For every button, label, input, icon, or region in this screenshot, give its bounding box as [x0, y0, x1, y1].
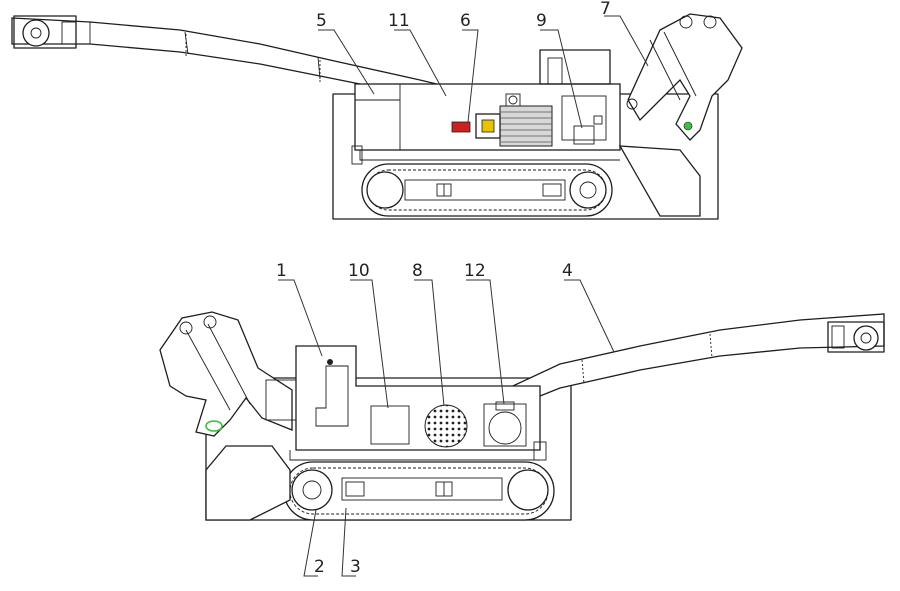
bottom-idler-wheel: [507, 469, 549, 511]
top-callout-leaders: [318, 15, 649, 129]
callout-8: 8: [412, 261, 423, 281]
top-body-box: [351, 49, 621, 165]
bottom-body-box: [289, 345, 547, 461]
bottom-cooling-grille: [424, 404, 468, 448]
callout-3: 3: [350, 557, 361, 577]
top-control-box: [561, 95, 607, 141]
bottom-callout-leaders: [278, 279, 615, 577]
top-pump-highlight: [451, 121, 471, 133]
callout-6: 6: [460, 11, 471, 31]
top-shovel-arm: [618, 13, 743, 217]
callout-7: 7: [600, 0, 611, 19]
callout-5: 5: [316, 11, 327, 31]
bottom-electrical-box: [370, 405, 410, 445]
callout-4: 4: [562, 261, 573, 281]
top-idler-wheel: [366, 171, 404, 209]
bottom-sensor-highlight: [205, 420, 223, 432]
bottom-machine-view: 1 10 8 12 4 2 3: [159, 261, 885, 577]
top-coupling-highlight: [481, 119, 495, 133]
top-machine-view: 5 11 6 9 7: [11, 0, 743, 220]
top-head-pulley: [22, 19, 50, 47]
bottom-crawler-track: [283, 461, 555, 521]
bottom-tank: [483, 403, 527, 447]
callout-2: 2: [314, 557, 325, 577]
bottom-drive-wheel: [291, 469, 333, 511]
top-sensor-highlight: [683, 121, 693, 131]
callout-9: 9: [536, 11, 547, 31]
top-valve-block: [573, 125, 595, 145]
callout-12: 12: [464, 261, 486, 281]
bottom-conveyor-arm: [498, 313, 885, 405]
bottom-head-pulley: [853, 325, 879, 351]
bottom-shovel-arm: [159, 311, 297, 521]
top-motor: [451, 93, 553, 147]
top-crawler-track: [361, 163, 613, 217]
top-drive-wheel: [569, 171, 607, 209]
callout-10: 10: [348, 261, 370, 281]
callout-1: 1: [276, 261, 287, 281]
callout-11: 11: [388, 11, 410, 31]
